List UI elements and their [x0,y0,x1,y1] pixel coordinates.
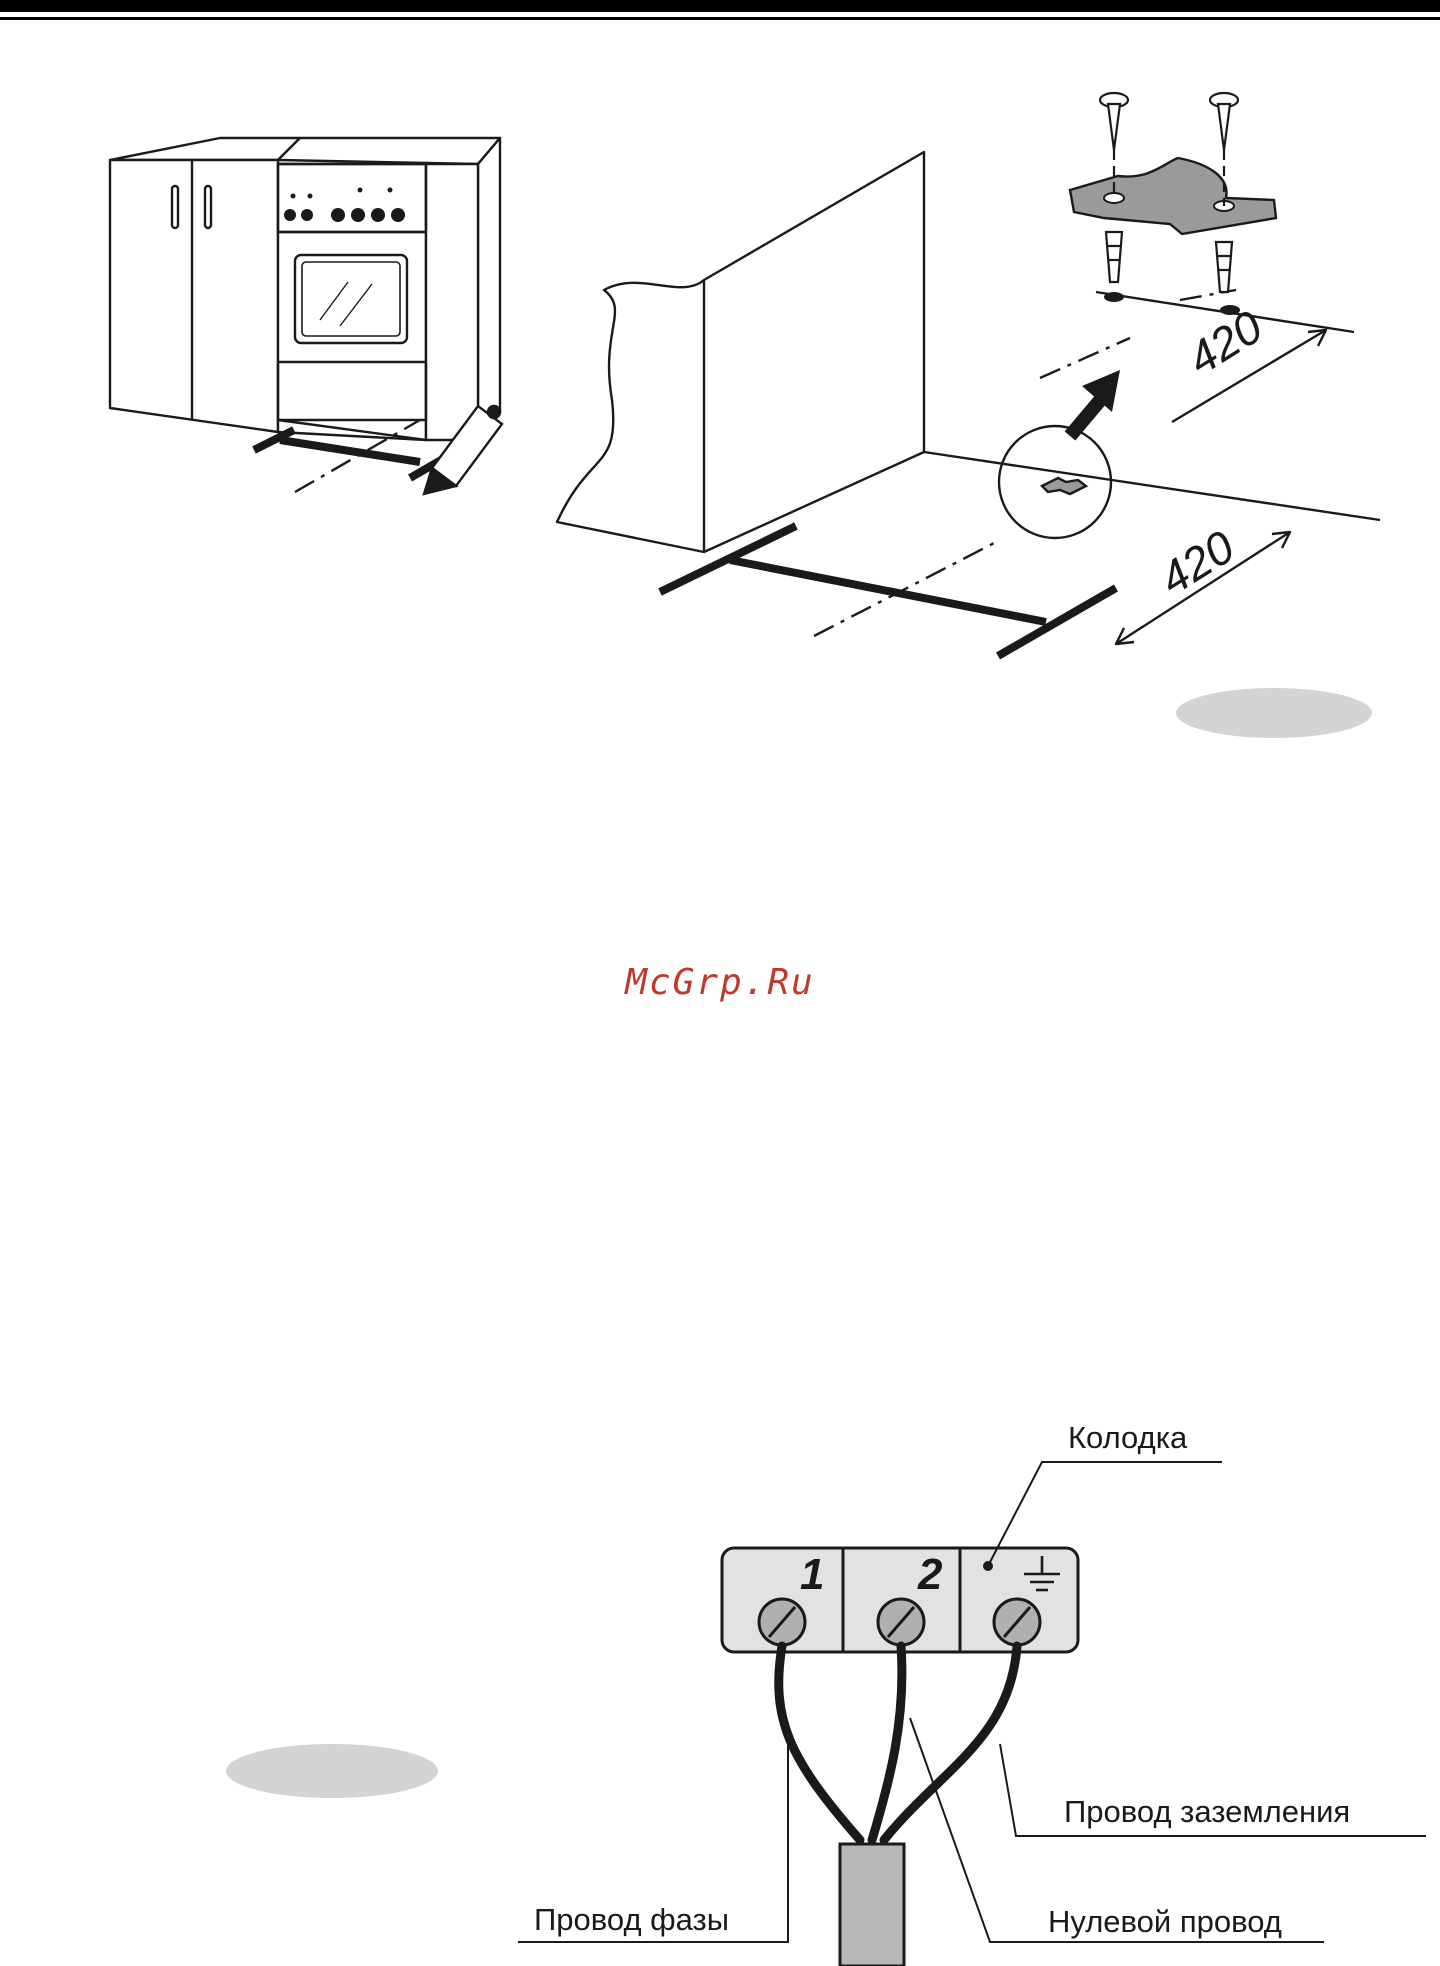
cable-sheath [840,1844,904,1966]
leader-lines [518,1462,1426,1942]
terminal-number-2: 2 [918,1550,942,1600]
terminal-screw-1 [759,1599,805,1645]
terminal-block-label: Колодка [1068,1420,1187,1456]
terminal-screw-ground [994,1599,1040,1645]
terminal-number-1: 1 [800,1550,824,1600]
terminal-screw-2 [878,1599,924,1645]
phase-wire-label: Провод фазы [534,1902,729,1938]
ground-wire-label: Провод заземления [1064,1794,1350,1830]
neutral-wire-label: Нулевой провод [1048,1904,1282,1940]
figure-badge [226,1744,438,1798]
wires [779,1646,1017,1840]
